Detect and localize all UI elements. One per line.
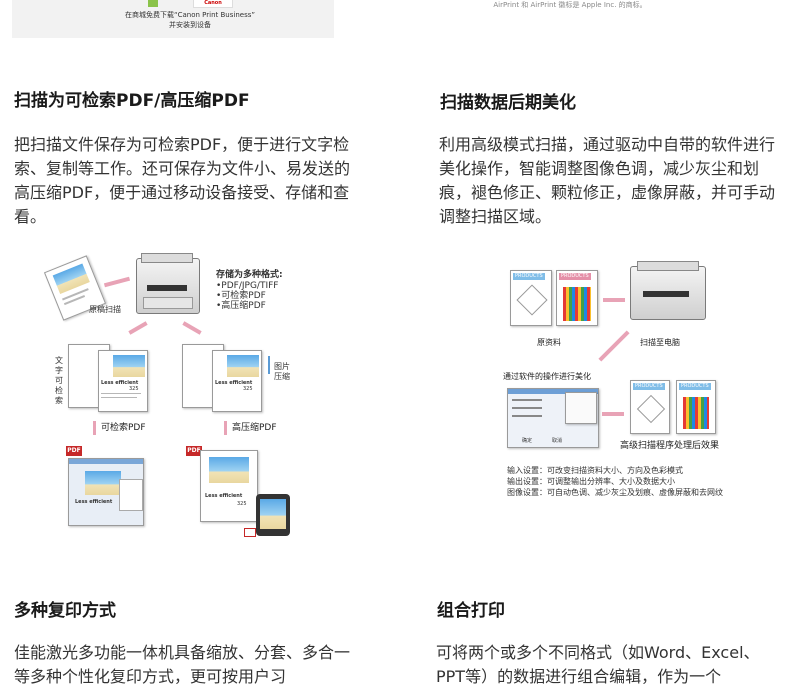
arrow-to-software — [598, 330, 630, 362]
app-download-note: 在商城免费下载“Canon Print Business” 并安装到设备 — [100, 10, 280, 30]
arrow-down-left — [128, 321, 148, 335]
searchable-page-image: Less efficient 325 — [98, 350, 148, 412]
pdf-icon-2: PDF — [186, 446, 202, 456]
products-label-4: PRODUCTS — [679, 383, 711, 390]
compress-arrow-icon — [268, 356, 270, 374]
text-searchable-label: 文字可检索 — [55, 356, 63, 405]
result-label: 高级扫描程序处理后效果 — [620, 441, 720, 451]
doc-title-3: Less efficient — [75, 499, 113, 505]
image-compress-label: 图片压缩 — [274, 362, 290, 381]
canon-logo: Canon — [193, 0, 233, 8]
paragraph-combo-print: 可将两个或多个不同格式（如Word、Excel、PPT等）的数据进行组合编辑，作… — [436, 643, 760, 686]
products-label-2: PRODUCTS — [559, 273, 591, 280]
arrow-to-result — [602, 412, 624, 416]
app-store-icon — [148, 0, 158, 7]
doc-number-1: 325 — [129, 386, 139, 392]
searchable-pdf-window: Less efficient — [68, 458, 144, 526]
result-bars-card: PRODUCTS — [676, 380, 716, 434]
heading-scan-enhance: 扫描数据后期美化 — [440, 93, 576, 113]
app-download-banner — [12, 0, 334, 38]
doc-title-1: Less efficient — [101, 380, 139, 386]
doc-number-4: 325 — [237, 501, 247, 507]
arrow-to-printer — [103, 276, 131, 288]
format-item-1: •PDF/JPG/TIFF — [216, 281, 279, 291]
compressed-pdf-page: Less efficient 325 — [200, 450, 258, 522]
paragraph-scan-enhance: 利用高级模式扫描，通过驱动中自带的软件进行美化操作，智能调整图像色调，减少灰尘和… — [439, 135, 776, 226]
result-arrows-card: PRODUCTS — [630, 380, 670, 434]
dialog-cancel-button: 取消 — [552, 438, 563, 444]
format-item-2: •可检索PDF — [216, 291, 266, 301]
doc-title-4: Less efficient — [205, 493, 243, 499]
dialog-ok-button: 确定 — [522, 438, 533, 444]
source-bars-card: PRODUCTS — [556, 270, 598, 326]
pdf-icon-1: PDF — [66, 446, 82, 456]
products-label-1: PRODUCTS — [513, 273, 545, 280]
formats-title: 存储为多种格式: — [216, 270, 283, 280]
email-icon — [244, 528, 256, 537]
source-label: 原资料 — [537, 338, 561, 347]
original-scan-label: 原稿扫描 — [89, 305, 121, 314]
note-input-settings: 输入设置：可改变扫描资料大小、方向及色彩模式 — [507, 466, 683, 475]
heading-copy-modes: 多种复印方式 — [14, 601, 116, 621]
searchable-pdf-label: 可检索PDF — [101, 423, 146, 433]
airprint-note: AirPrint 和 AirPrint 徽标是 Apple Inc. 的商标。 — [493, 1, 647, 9]
paragraph-copy-modes: 佳能激光多功能一体机具备缩放、分套、多合一等多种个性化复印方式，更可按用户习 — [14, 643, 351, 686]
app-note-line1: 在商城免费下载“Canon Print Business” — [124, 11, 255, 19]
dialog-preview — [565, 392, 597, 424]
heading-scan-pdf: 扫描为可检索PDF/高压缩PDF — [14, 91, 250, 111]
printer-device — [136, 253, 200, 314]
note-output-settings: 输出设置：可调整输出分辨率、大小及数据大小 — [507, 477, 675, 486]
app-note-line2: 并安装到设备 — [169, 21, 211, 29]
compressed-page-image: Less efficient 325 — [212, 350, 262, 412]
doc-number-2: 325 — [243, 386, 253, 392]
software-label: 通过软件的操作进行美化 — [503, 372, 591, 381]
arrow-down-searchable — [93, 421, 96, 435]
scan-to-pc-label: 扫描至电脑 — [640, 338, 680, 347]
format-item-3: •高压缩PDF — [216, 301, 266, 311]
source-arrows-card: PRODUCTS — [510, 270, 552, 326]
paragraph-scan-pdf: 把扫描文件保存为可检索PDF，便于进行文字检索、复制等工作。还可保存为文件小、易… — [14, 135, 351, 226]
compressed-pdf-label: 高压缩PDF — [232, 423, 277, 433]
arrow-down-compressed — [224, 421, 227, 435]
doc-title-2: Less efficient — [215, 380, 253, 386]
products-label-3: PRODUCTS — [633, 383, 665, 390]
scanner-device — [630, 261, 706, 320]
arrow-down-right — [182, 321, 202, 335]
arrow-to-scanner — [603, 298, 625, 302]
tablet-device — [256, 494, 290, 536]
heading-combo-print: 组合打印 — [437, 601, 505, 621]
note-image-settings: 图像设置：可自动色调、减少灰尘及划痕、虚像屏蔽和去网纹 — [507, 488, 723, 497]
